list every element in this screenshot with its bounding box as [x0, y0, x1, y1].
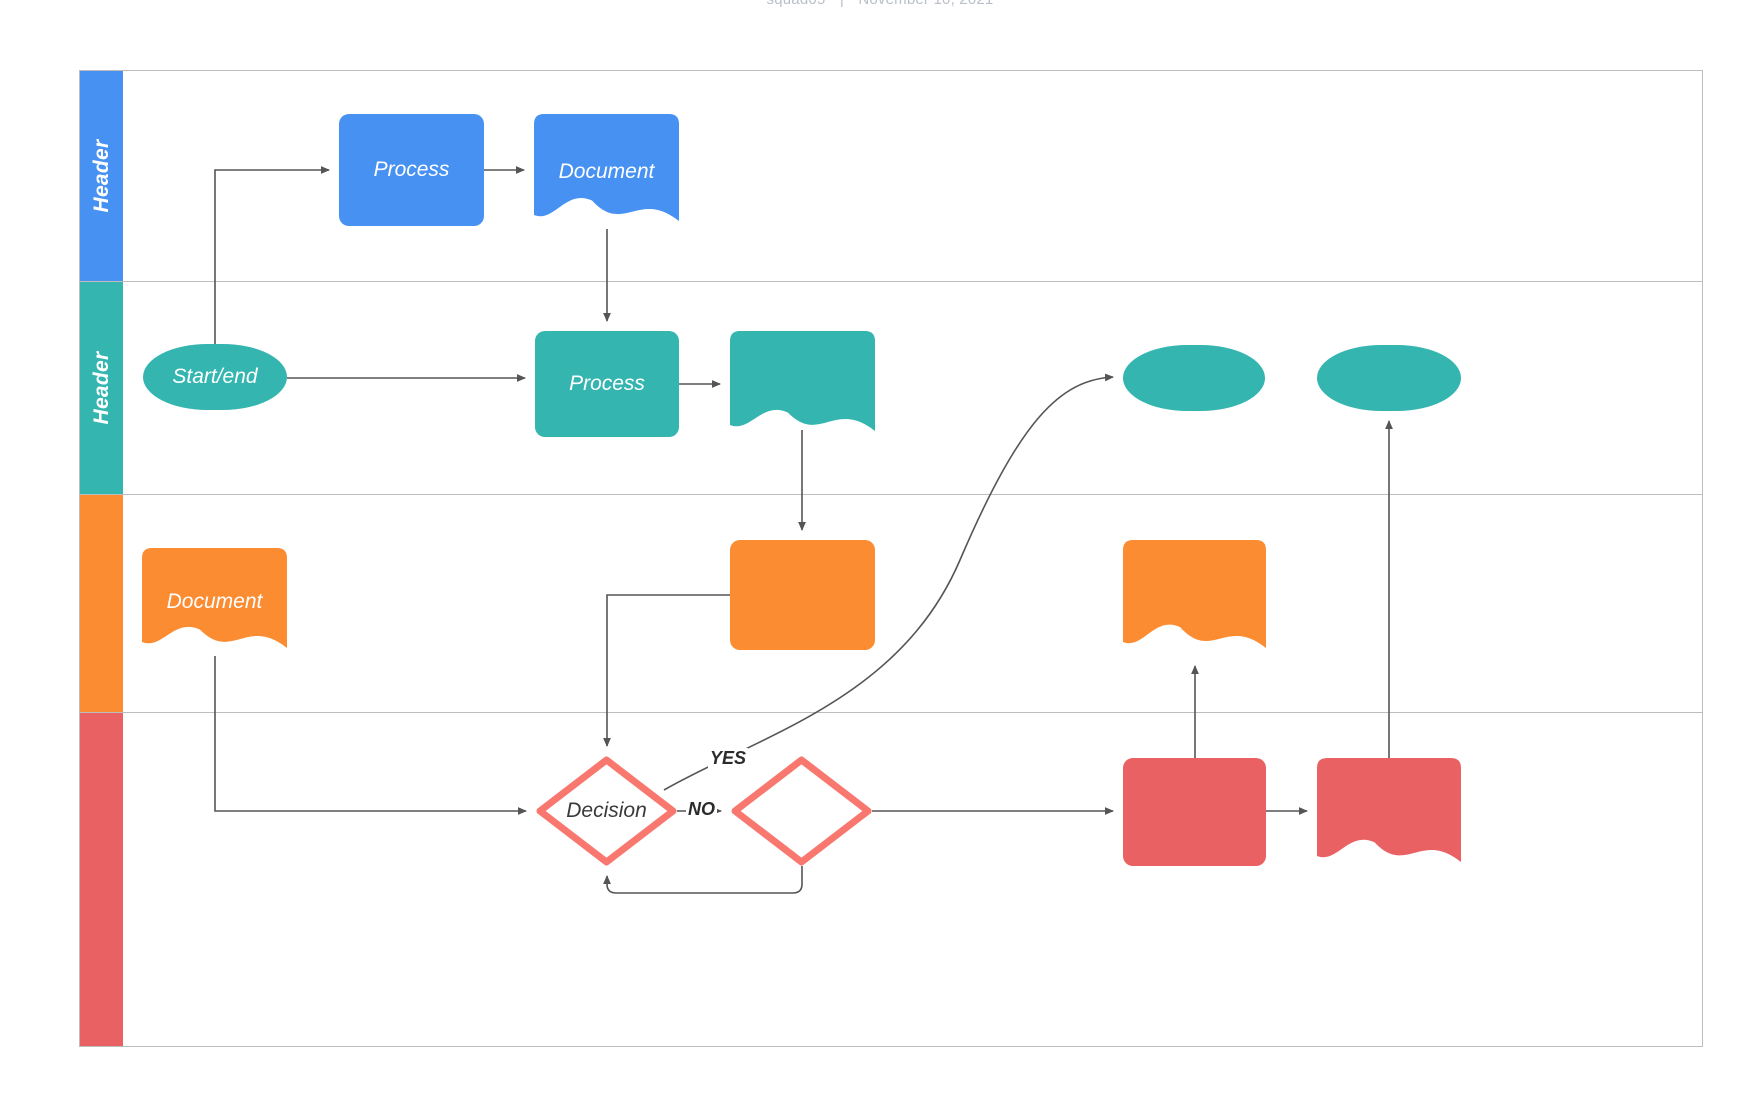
node-n11-diamond[interactable]: Decision — [536, 756, 677, 866]
swimlane-3-header-tab[interactable] — [80, 495, 123, 712]
node-n1-process[interactable]: Process — [339, 114, 484, 226]
node-n6-terminator[interactable] — [1123, 345, 1265, 411]
meta-date: November 10, 2021 — [858, 0, 993, 8]
node-n9-process[interactable] — [730, 540, 875, 650]
swimlane-2-header-label: Header — [89, 351, 113, 425]
swimlane-1[interactable]: Header — [80, 71, 1702, 282]
node-n4-label: Process — [569, 372, 645, 396]
yes-label: YES — [708, 748, 749, 769]
node-n3-label: Start/end — [172, 365, 258, 389]
node-n11-label: Decision — [566, 799, 647, 823]
node-n12-diamond[interactable] — [731, 756, 872, 866]
node-n7-terminator[interactable] — [1317, 345, 1461, 411]
decision-diamond-icon — [731, 756, 872, 866]
node-n10-document[interactable] — [1123, 540, 1266, 656]
swimlane-3[interactable] — [80, 495, 1702, 713]
node-n3-terminator[interactable]: Start/end — [143, 344, 287, 410]
node-n4-process[interactable]: Process — [535, 331, 679, 437]
swimlane-2-header-tab[interactable]: Header — [80, 282, 123, 494]
swimlane-1-header-label: Header — [89, 139, 113, 213]
node-n1-label: Process — [373, 158, 450, 182]
swimlane-2[interactable]: Header — [80, 282, 1702, 495]
node-n2-label: Document — [558, 159, 655, 183]
decision-diamond-icon — [536, 756, 677, 866]
document-shape-icon — [142, 548, 287, 648]
swimlane-1-header-tab[interactable]: Header — [80, 71, 123, 281]
node-n5-document[interactable] — [730, 331, 875, 439]
node-n2-document[interactable]: Document — [534, 114, 679, 229]
meta-separator: | — [830, 0, 854, 8]
node-n13-process[interactable] — [1123, 758, 1266, 866]
document-shape-icon — [730, 331, 875, 431]
meta-author: squad05 — [767, 0, 826, 8]
node-n8-label: Document — [166, 590, 263, 614]
document-shape-icon — [534, 114, 679, 221]
swimlane-4-header-tab[interactable] — [80, 713, 123, 1046]
document-shape-icon — [1317, 758, 1461, 862]
node-n14-document[interactable] — [1317, 758, 1461, 870]
diagram-meta-line: squad05 | November 10, 2021 — [0, 0, 1760, 8]
swimlane-4[interactable] — [80, 713, 1702, 1046]
document-shape-icon — [1123, 540, 1266, 648]
node-n8-document[interactable]: Document — [142, 548, 287, 656]
no-label: NO — [686, 799, 717, 820]
